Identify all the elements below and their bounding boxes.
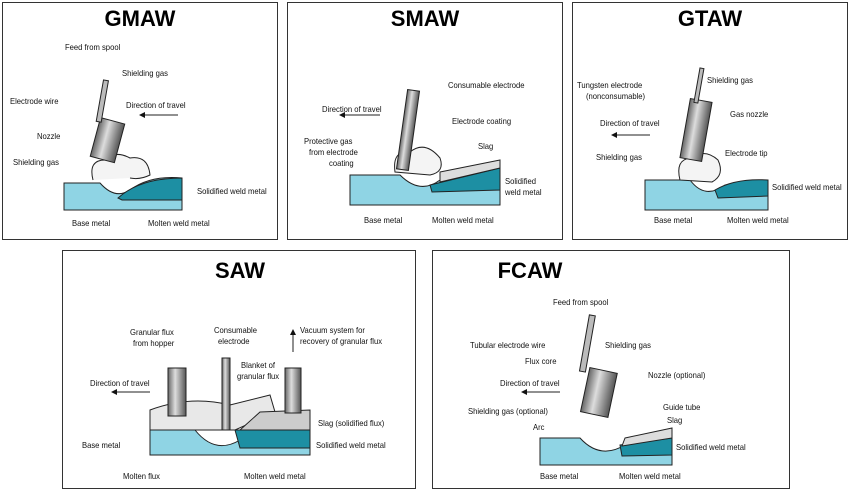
saw-vacuum-tube [284,367,302,414]
saw-weld-metal [234,429,311,449]
saw-title: SAW [214,258,266,283]
saw-label: Base metal [82,440,121,450]
fcaw-label: Slag [667,415,683,425]
gmaw-label: Direction of travel [126,100,186,110]
fcaw-label: Solidified weld metal [676,442,746,452]
gtaw-label: Solidified weld metal [772,182,842,192]
gmaw-label: Base metal [72,218,111,228]
smaw-label: Electrode coating [452,116,512,126]
smaw-label: Slag [478,141,494,151]
gmaw-label: Molten weld metal [148,218,210,228]
fcaw-slag [621,427,673,447]
fcaw-title: FCAW [497,258,563,283]
fcaw-label: Arc [533,422,545,432]
smaw-label: Molten weld metal [432,215,494,225]
saw-label: from hopper [133,338,175,348]
gtaw-weld-metal [714,179,769,199]
gtaw-label: Gas nozzle [730,109,769,119]
saw-label: Vacuum system for [300,325,365,335]
gmaw-title: GMAW [104,6,176,31]
fcaw-label: Guide tube [663,402,701,412]
gtaw-label: Tungsten electrode [577,80,643,90]
gmaw-nozzle [89,116,126,164]
saw-label: electrode [218,336,250,346]
saw-label: Blanket of [241,360,276,370]
gmaw-weld-metal [117,177,183,201]
fcaw-label: Molten weld metal [619,471,681,481]
fcaw-label: Direction of travel [500,378,560,388]
saw-label: Consumable [214,325,257,335]
gtaw-label: Shielding gas [707,75,753,85]
fcaw-label: Base metal [540,471,579,481]
saw-label: recovery of granular flux [300,336,383,346]
smaw-electrode [395,88,421,172]
gtaw-label: Base metal [654,215,693,225]
saw-label: Molten flux [123,471,160,481]
fcaw-label: Shielding gas (optional) [468,406,548,416]
gmaw-label: Electrode wire [10,96,59,106]
smaw-slag [439,159,501,183]
gtaw-label: (nonconsumable) [586,91,646,101]
gmaw-label: Feed from spool [65,42,121,52]
gtaw-label: Shielding gas [596,152,642,162]
gmaw-label: Shielding gas [122,68,168,78]
gmaw-electrode-wire [95,79,110,123]
smaw-label: Protective gas [304,136,353,146]
gmaw-label: Solidified weld metal [197,186,267,196]
saw-electrode [221,357,231,431]
saw-label: Molten weld metal [244,471,306,481]
saw-label: Direction of travel [90,378,150,388]
smaw-label: Base metal [364,215,403,225]
saw-hopper [167,367,187,417]
fcaw-label: Nozzle (optional) [648,370,706,380]
gtaw-label: Molten weld metal [727,215,789,225]
smaw-label: coating [329,158,354,168]
gtaw-label: Direction of travel [600,118,660,128]
fcaw-panel [432,250,790,489]
gtaw-panel [572,2,848,240]
fcaw-label: Feed from spool [553,297,609,307]
fcaw-label: Tubular electrode wire [470,340,546,350]
gmaw-label: Shielding gas [13,157,59,167]
gtaw-shielding-gas [678,153,721,183]
smaw-title: SMAW [390,6,460,31]
saw-label: Granular flux [130,327,174,337]
fcaw-nozzle [579,366,618,419]
smaw-label: from electrode [309,147,358,157]
smaw-label: Solidified [505,176,537,186]
saw-label: Slag (solidified flux) [318,418,385,428]
fcaw-electrode-wire [578,314,596,373]
saw-label: granular flux [237,371,280,381]
smaw-label: weld metal [505,187,542,197]
smaw-label: Consumable electrode [448,80,525,90]
gtaw-gas-nozzle [679,97,713,163]
gmaw-label: Nozzle [37,131,61,141]
smaw-label: Direction of travel [322,104,382,114]
fcaw-label: Shielding gas [605,340,651,350]
fcaw-label: Flux core [525,356,557,366]
saw-label: Solidified weld metal [316,440,386,450]
gtaw-title: GTAW [677,6,743,31]
gtaw-tungsten-electrode [693,67,705,104]
gtaw-label: Electrode tip [725,148,768,158]
